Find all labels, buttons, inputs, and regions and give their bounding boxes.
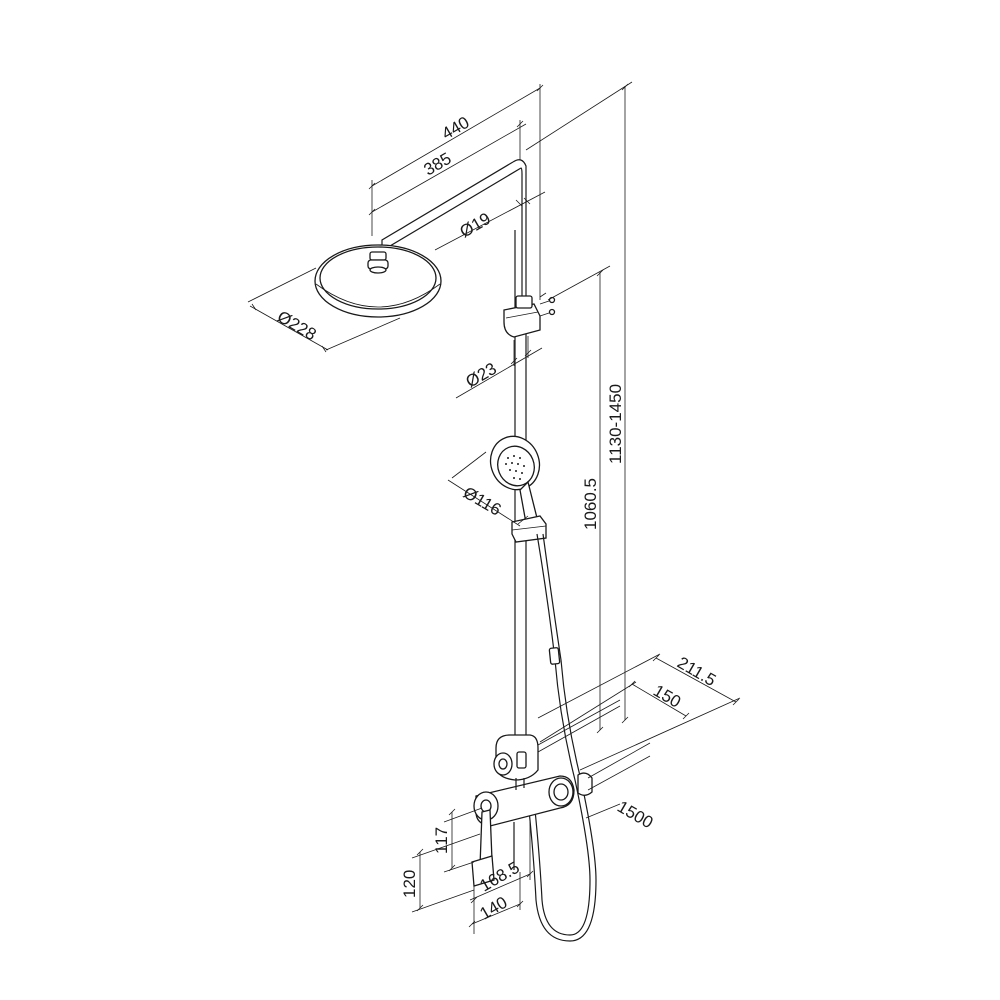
label-riser-diameter: Ø23 [463, 359, 500, 392]
label-mixer-center-depth: 150 [650, 681, 684, 712]
label-mixer-depth: 211.5 [674, 653, 719, 690]
wall-rail [537, 699, 651, 796]
dim-spout-projection [468, 820, 534, 934]
dim-mixer-height [411, 833, 481, 913]
dim-riser-diameter [455, 336, 543, 399]
dim-reach [368, 84, 544, 300]
product-outline [314, 159, 651, 942]
label-hose-length: 1500 [614, 797, 656, 832]
hand-shower-nozzles [505, 455, 525, 480]
dim-hand-shower-diameter [447, 451, 529, 527]
label-hand-shower-diameter: Ø116 [460, 483, 504, 520]
dim-mixer-depth [537, 653, 741, 771]
upper-bracket [503, 292, 556, 338]
label-spout-height: 117 [432, 827, 451, 854]
label-total-height-range: 1130-1450 [606, 384, 625, 464]
dim-spout-height [443, 807, 483, 873]
label-spout-width: 140 [477, 893, 511, 924]
dim-slide-height [547, 265, 611, 734]
shower-hose [528, 533, 597, 942]
overhead-shower-head [314, 244, 442, 318]
label-overall-reach: 440 [439, 113, 473, 144]
label-arm-tube-diameter: Ø19 [457, 209, 494, 242]
riser-connector [493, 734, 539, 781]
bath-spout [471, 809, 515, 887]
dim-total-height [525, 81, 633, 724]
dim-hose-leader [585, 803, 621, 819]
dim-overhead-diameter [247, 267, 401, 353]
dim-arm-diameter [434, 191, 546, 251]
label-overhead-shower-diameter: Ø228 [274, 307, 320, 344]
dimension-lines [247, 81, 741, 934]
hand-shower-holder [511, 515, 547, 543]
label-arm-reach: 385 [421, 149, 455, 180]
label-mixer-height: 120 [400, 870, 419, 898]
label-slide-height: 1060.5 [581, 478, 600, 530]
